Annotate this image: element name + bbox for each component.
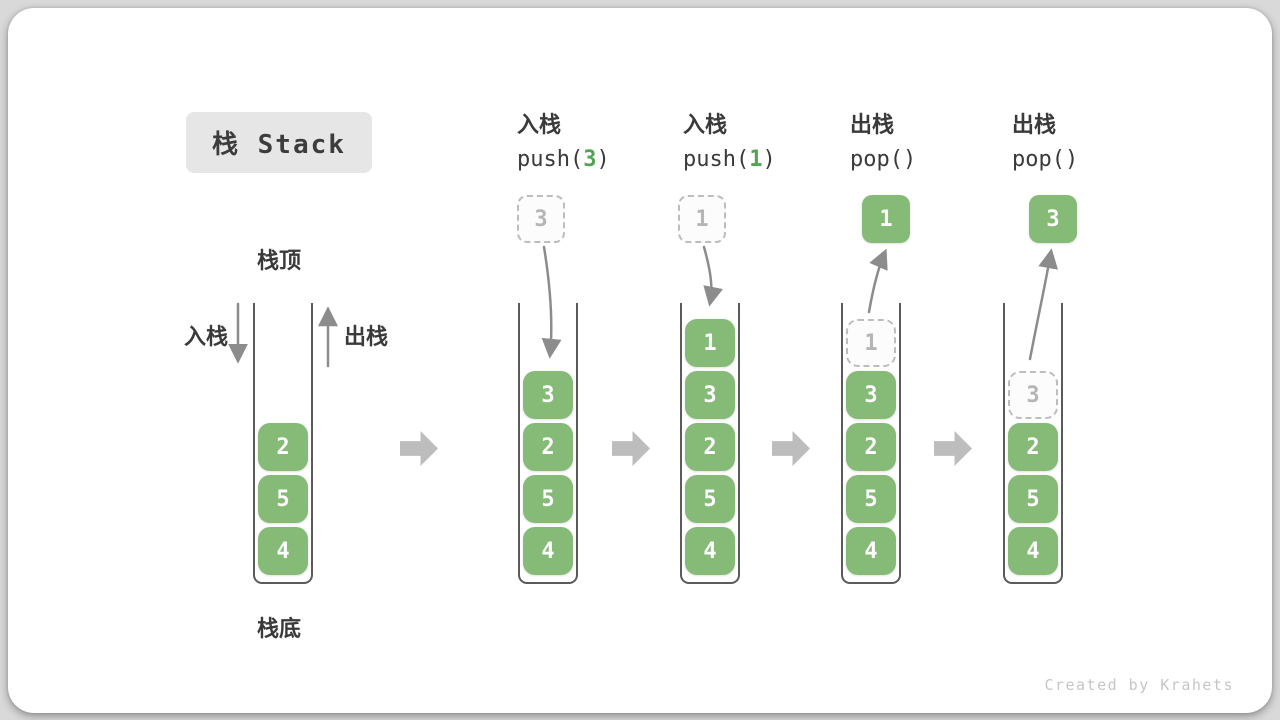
stack-cell: 4 — [1008, 527, 1058, 575]
code-text: pop( — [850, 147, 903, 172]
operation-code-label: push(3) — [517, 147, 610, 172]
diagram-title-badge: 栈 Stack — [186, 112, 372, 173]
incoming-value-card: 1 — [678, 195, 726, 243]
code-text: pop( — [1012, 147, 1065, 172]
stack-cell: 5 — [1008, 475, 1058, 523]
stack-cell: 2 — [258, 423, 308, 471]
operation-code-label: push(1) — [683, 147, 776, 172]
stack-cell: 1 — [685, 319, 735, 367]
operation-label-pop-1: 出栈 pop() — [850, 107, 916, 172]
stack-cell: 2 — [523, 423, 573, 471]
operation-cn-label: 出栈 — [850, 113, 895, 138]
code-arg: 1 — [749, 147, 763, 172]
stack-cell: 5 — [523, 475, 573, 523]
stack-cell: 4 — [258, 527, 308, 575]
pop-direction-label: 出栈 — [344, 325, 389, 350]
operation-label-push-1: 入栈 push(1) — [683, 107, 776, 172]
operation-cn-label: 入栈 — [683, 113, 728, 138]
stack-bottom-label: 栈底 — [257, 617, 302, 642]
code-text: push( — [517, 147, 584, 172]
code-arg: 3 — [583, 147, 597, 172]
operation-cn-label: 出栈 — [1012, 113, 1057, 138]
code-text: ) — [596, 147, 610, 172]
stack-container — [680, 303, 740, 584]
stack-container — [1003, 303, 1063, 584]
stack-cell: 4 — [846, 527, 896, 575]
code-text: ) — [762, 147, 776, 172]
stack-cell: 4 — [685, 527, 735, 575]
stack-cell: 3 — [685, 371, 735, 419]
push-direction-label: 入栈 — [184, 325, 229, 350]
code-text: push( — [683, 147, 750, 172]
stack-cell: 2 — [846, 423, 896, 471]
operation-label-pop-3: 出栈 pop() — [1012, 107, 1078, 172]
popped-value-card: 3 — [1029, 195, 1077, 243]
stack-cell: 5 — [846, 475, 896, 523]
code-text: ) — [902, 147, 917, 172]
popped-value-card: 1 — [862, 195, 910, 243]
removed-cell-ghost: 1 — [846, 319, 896, 367]
stack-cell: 4 — [523, 527, 573, 575]
incoming-value-card: 3 — [517, 195, 565, 243]
stack-cell: 5 — [258, 475, 308, 523]
code-text: ) — [1064, 147, 1079, 172]
stack-container — [253, 303, 313, 584]
operation-code-label: pop() — [850, 147, 916, 172]
stack-container — [518, 303, 578, 584]
operation-cn-label: 入栈 — [517, 113, 562, 138]
removed-cell-ghost: 3 — [1008, 371, 1058, 419]
watermark-credit: Created by Krahets — [1044, 676, 1234, 694]
operation-label-push-3: 入栈 push(3) — [517, 107, 610, 172]
stack-cell: 3 — [523, 371, 573, 419]
stack-container — [841, 303, 901, 584]
stack-cell: 2 — [1008, 423, 1058, 471]
operation-code-label: pop() — [1012, 147, 1078, 172]
stack-top-label: 栈顶 — [257, 249, 302, 274]
stack-cell: 5 — [685, 475, 735, 523]
stack-cell: 2 — [685, 423, 735, 471]
stack-cell: 3 — [846, 371, 896, 419]
